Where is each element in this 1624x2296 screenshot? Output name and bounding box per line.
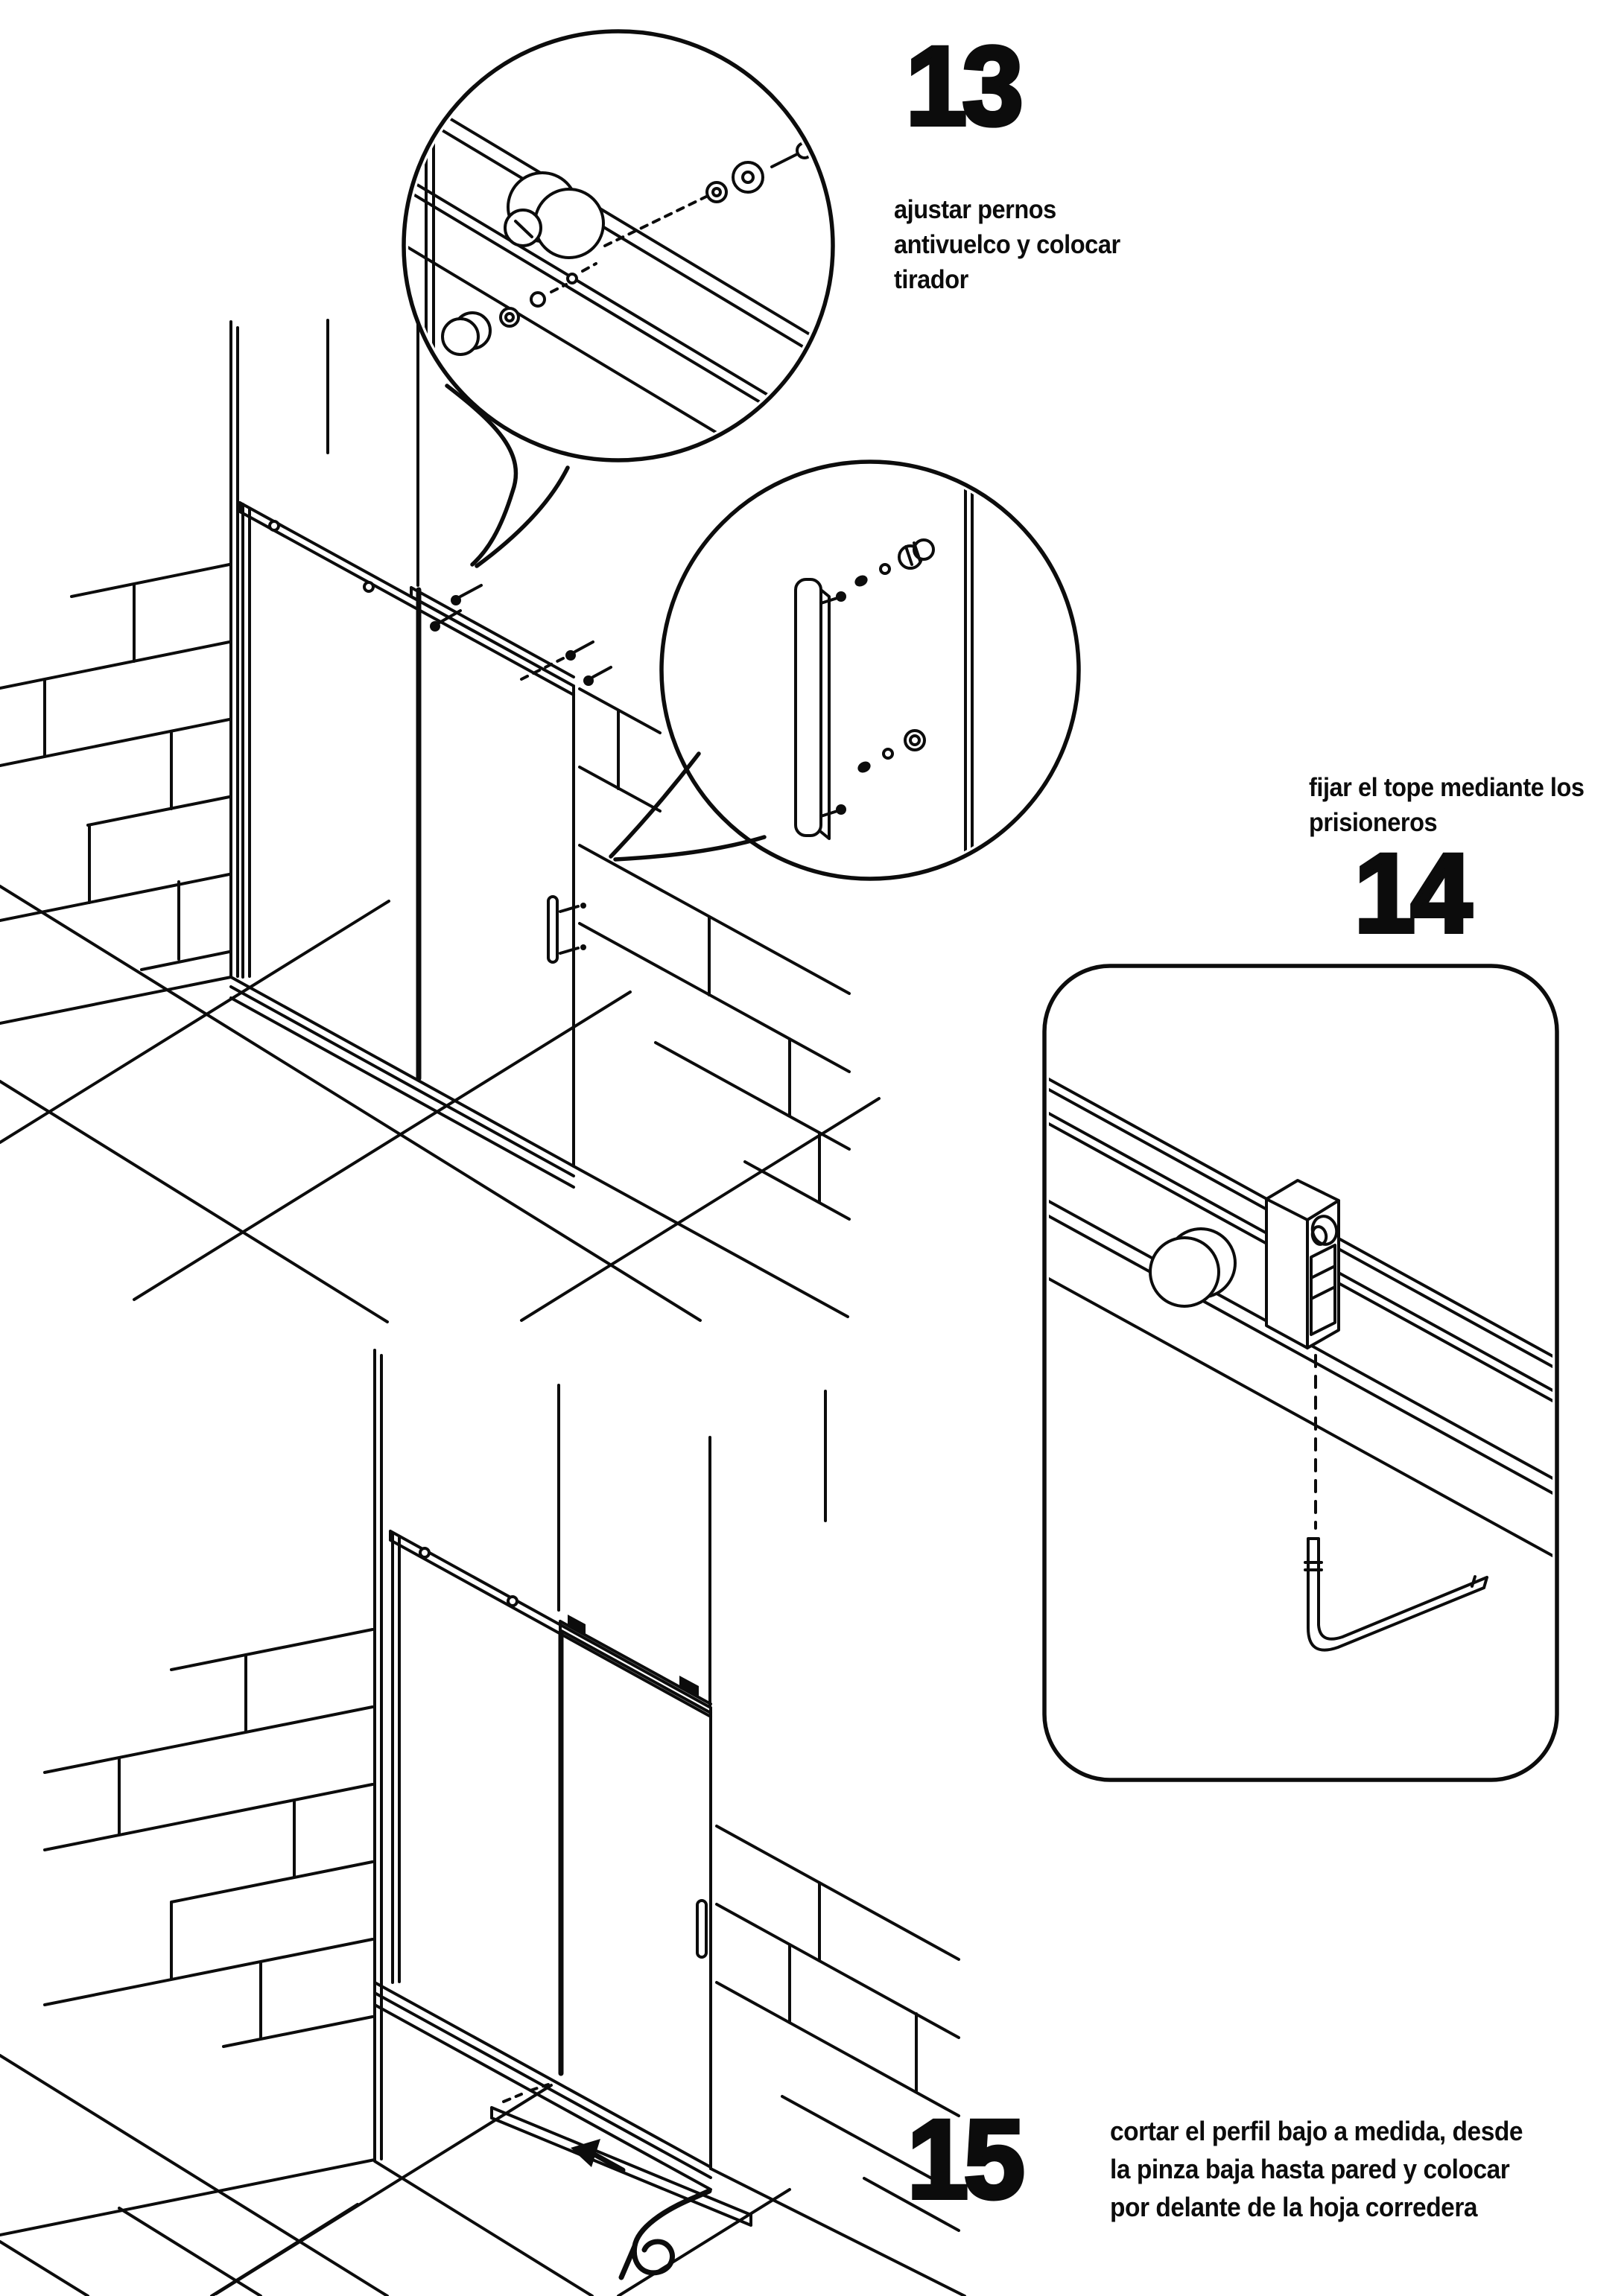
step-15-caption: cortar el perfil bajo a medida, desde la…: [1110, 2112, 1523, 2226]
step-14-caption: fijar el tope mediante los prisioneros: [1309, 770, 1585, 840]
left-wall-tiles: [43, 1628, 374, 2048]
handle-bar: [794, 578, 822, 837]
door-handle: [696, 1899, 708, 1959]
screw-head: [836, 804, 846, 815]
rail-slot: [1310, 1244, 1336, 1336]
cap-washer: [904, 729, 926, 751]
caption-line: ajustar pernos: [894, 195, 1056, 224]
hanger-stud: [419, 1547, 431, 1559]
caption-line: fijar el tope mediante los: [1309, 773, 1585, 802]
screw-head: [430, 621, 440, 632]
screw-head: [857, 761, 871, 773]
washer: [882, 748, 894, 760]
washer: [499, 307, 520, 328]
explode-axis: [550, 262, 597, 293]
caption-line: la pinza baja hasta pared y colocar: [1110, 2154, 1510, 2184]
step-13-caption: ajustar pernos antivuelco y colocar tira…: [894, 192, 1120, 297]
screw-head: [854, 575, 868, 587]
roller-cap-disc: [1149, 1236, 1220, 1308]
alignment-dashes: [520, 657, 565, 681]
install-arrow: [571, 2139, 600, 2167]
callout-circle: [659, 459, 1081, 881]
caption-line: prisioneros: [1309, 808, 1438, 837]
caption-line: antivuelco y colocar: [894, 230, 1120, 259]
caption-line: tirador: [894, 265, 968, 294]
floor-tiles: [0, 885, 881, 1323]
door-handle: [547, 895, 559, 964]
handle-screw-dot: [580, 944, 586, 950]
left-wall-tiles: [0, 563, 231, 971]
roller-detail-callout: [402, 29, 835, 568]
explode-axis: [603, 195, 708, 247]
right-wall-tiles: [578, 687, 851, 1221]
track-profile-lines: [408, 94, 828, 456]
callout-tail: [609, 751, 767, 862]
step-13-number: 13: [904, 23, 1026, 148]
screw-head: [836, 591, 846, 602]
wall-corner-lines: [373, 1349, 827, 2161]
glass-edge: [425, 124, 435, 353]
washer: [705, 181, 728, 203]
screw-head: [565, 650, 576, 661]
screw-shaft: [770, 152, 800, 168]
floor-tiles: [0, 2054, 966, 2296]
caption-line: cortar el perfil bajo a medida, desde: [1110, 2116, 1523, 2146]
step-14-number: 14: [1352, 830, 1474, 955]
cap-washer: [732, 161, 764, 194]
glass-edge: [964, 486, 974, 858]
allen-key: [1304, 1537, 1488, 1652]
handle-bar-side: [819, 588, 831, 840]
cap-washer: [741, 171, 755, 184]
callout-tail: [445, 384, 570, 568]
nut: [530, 291, 546, 308]
wall-corner-lines: [229, 319, 419, 979]
screw-head: [451, 595, 461, 605]
washer: [711, 187, 722, 197]
step-15-number: 15: [905, 2096, 1027, 2222]
detail-panel-border: [1042, 964, 1559, 1782]
washer: [879, 563, 891, 575]
mounting-screws: [438, 584, 612, 955]
caption-line: por delante de la hoja corredera: [1110, 2192, 1478, 2222]
end-cap: [441, 317, 480, 356]
stopper-detail-panel: [1042, 964, 1559, 1782]
screw-head: [583, 675, 594, 686]
handle-screw-stubs: [819, 597, 839, 818]
alignment-dashes: [502, 2083, 550, 2103]
stopper-block: [1265, 1179, 1340, 1349]
plug-ridges: [904, 541, 922, 566]
hanger-stud: [268, 520, 280, 532]
top-isometric-figure: [0, 319, 881, 1323]
right-wall-tiles: [715, 1825, 960, 2232]
small-bolt: [566, 273, 578, 284]
roller-hangers: [568, 1615, 699, 1697]
handle-detail-callout: [609, 459, 1081, 881]
handle-screw-dot: [580, 903, 586, 909]
cap-washer: [909, 734, 921, 746]
hanger-stud: [507, 1595, 518, 1607]
bottom-clip: [618, 2188, 712, 2280]
washer: [504, 312, 515, 322]
callout-circle: [402, 29, 835, 462]
hanger-stud: [363, 581, 375, 593]
set-screw-hole: [1310, 1225, 1328, 1246]
door-frame-top: [229, 501, 575, 1189]
hub-slot: [514, 220, 533, 238]
bottom-isometric-figure: [0, 1349, 966, 2296]
roller-wheel: [533, 188, 605, 259]
install-arrow-tail: [593, 2152, 626, 2173]
